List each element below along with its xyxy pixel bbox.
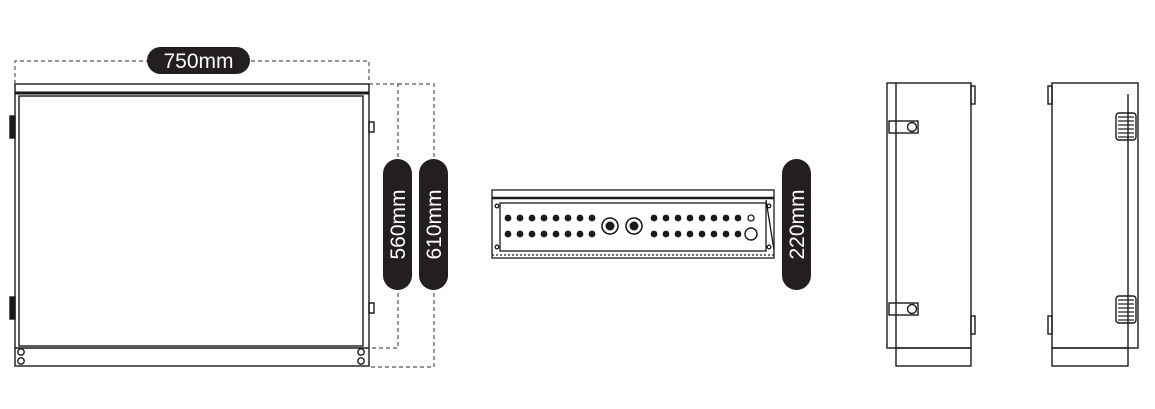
depth-dim-label: 220mm [786, 189, 809, 259]
front-view [9, 83, 375, 367]
inner-height-pill [383, 159, 412, 290]
cable-gland-small [734, 214, 742, 222]
cable-gland-small [528, 214, 536, 222]
cable-gland-small [686, 214, 694, 222]
width-dim-pill [147, 47, 250, 74]
left-side-base [895, 347, 972, 367]
cable-gland-small [686, 230, 694, 238]
cable-gland-small [588, 230, 596, 238]
cable-gland-small [516, 214, 524, 222]
cable-gland-small [674, 230, 682, 238]
cable-gland-small [540, 230, 548, 238]
left-side-tab-bottom [970, 315, 976, 335]
cable-gland-small [674, 214, 682, 222]
bottom-view [491, 189, 775, 259]
right-side-base [1051, 347, 1129, 367]
cable-gland-small [698, 214, 706, 222]
front-screw-1 [17, 348, 25, 356]
cable-gland-large [601, 217, 619, 235]
cable-gland-small [722, 214, 730, 222]
right-side-view [1047, 82, 1139, 367]
cable-gland-small [710, 230, 718, 238]
cable-gland-small [540, 214, 548, 222]
front-screw-3 [357, 348, 365, 356]
cable-gland-small [734, 230, 742, 238]
cable-gland-vent [747, 214, 755, 222]
vent-frame [1115, 295, 1137, 324]
cable-gland-medium [744, 227, 758, 241]
bottom-hole-right [766, 203, 772, 209]
cable-gland-large-core [605, 221, 615, 231]
inner-height-label: 560mm [387, 189, 410, 259]
cable-gland-small [528, 230, 536, 238]
cable-gland-small [698, 230, 706, 238]
cable-gland-small [576, 214, 584, 222]
cable-gland-small [710, 214, 718, 222]
cable-gland-small [564, 214, 572, 222]
vent-frame [1115, 112, 1137, 141]
cable-gland-large [625, 217, 643, 235]
width-dim-label: 750mm [163, 50, 233, 73]
cable-gland-small [504, 214, 512, 222]
outer-height-pill [419, 159, 448, 290]
cable-gland-small [564, 230, 572, 238]
front-hinge-top [9, 115, 16, 139]
cable-gland-small [662, 214, 670, 222]
bottom-hole-left-2 [494, 244, 500, 250]
front-screw-4 [357, 357, 365, 365]
front-hinge-bottom [9, 296, 16, 320]
bottom-outer-body [491, 189, 775, 259]
right-side-tab-top [1047, 85, 1053, 105]
outer-height-label: 610mm [423, 189, 446, 259]
right-side-vent-bottom [1115, 295, 1137, 324]
left-side-latch-top [888, 120, 919, 134]
cable-gland-small [552, 230, 560, 238]
right-side-vent-top [1115, 112, 1137, 141]
left-side-body [886, 82, 972, 349]
bottom-hinge-bar [765, 199, 775, 251]
cable-gland-small [722, 230, 730, 238]
bottom-inner-panel [499, 202, 767, 252]
cable-glands [504, 214, 758, 241]
left-side-view [886, 82, 976, 367]
cable-gland-small [576, 230, 584, 238]
height-dimension: 560mm 610mm [369, 83, 448, 368]
bottom-hole-right-2 [766, 244, 772, 250]
front-latch-top [368, 121, 375, 133]
front-door-panel [18, 95, 364, 347]
left-side-latch-bottom [888, 302, 919, 316]
right-side-tab-bottom [1047, 315, 1053, 335]
front-outer-body [14, 83, 370, 367]
front-screw-2 [17, 357, 25, 365]
cable-gland-small [588, 214, 596, 222]
cable-gland-small [504, 230, 512, 238]
left-side-tab-top [970, 85, 976, 105]
bottom-hole-left [494, 203, 500, 209]
front-latch-bottom [368, 302, 375, 314]
cable-gland-small [552, 214, 560, 222]
cable-gland-small [650, 230, 658, 238]
width-dimension: 750mm [14, 47, 370, 84]
cable-gland-small [650, 214, 658, 222]
cable-gland-large-core [629, 221, 639, 231]
cable-gland-small [516, 230, 524, 238]
depth-dim-pill [782, 159, 811, 290]
cable-gland-small [662, 230, 670, 238]
depth-dimension: 220mm [782, 159, 811, 290]
